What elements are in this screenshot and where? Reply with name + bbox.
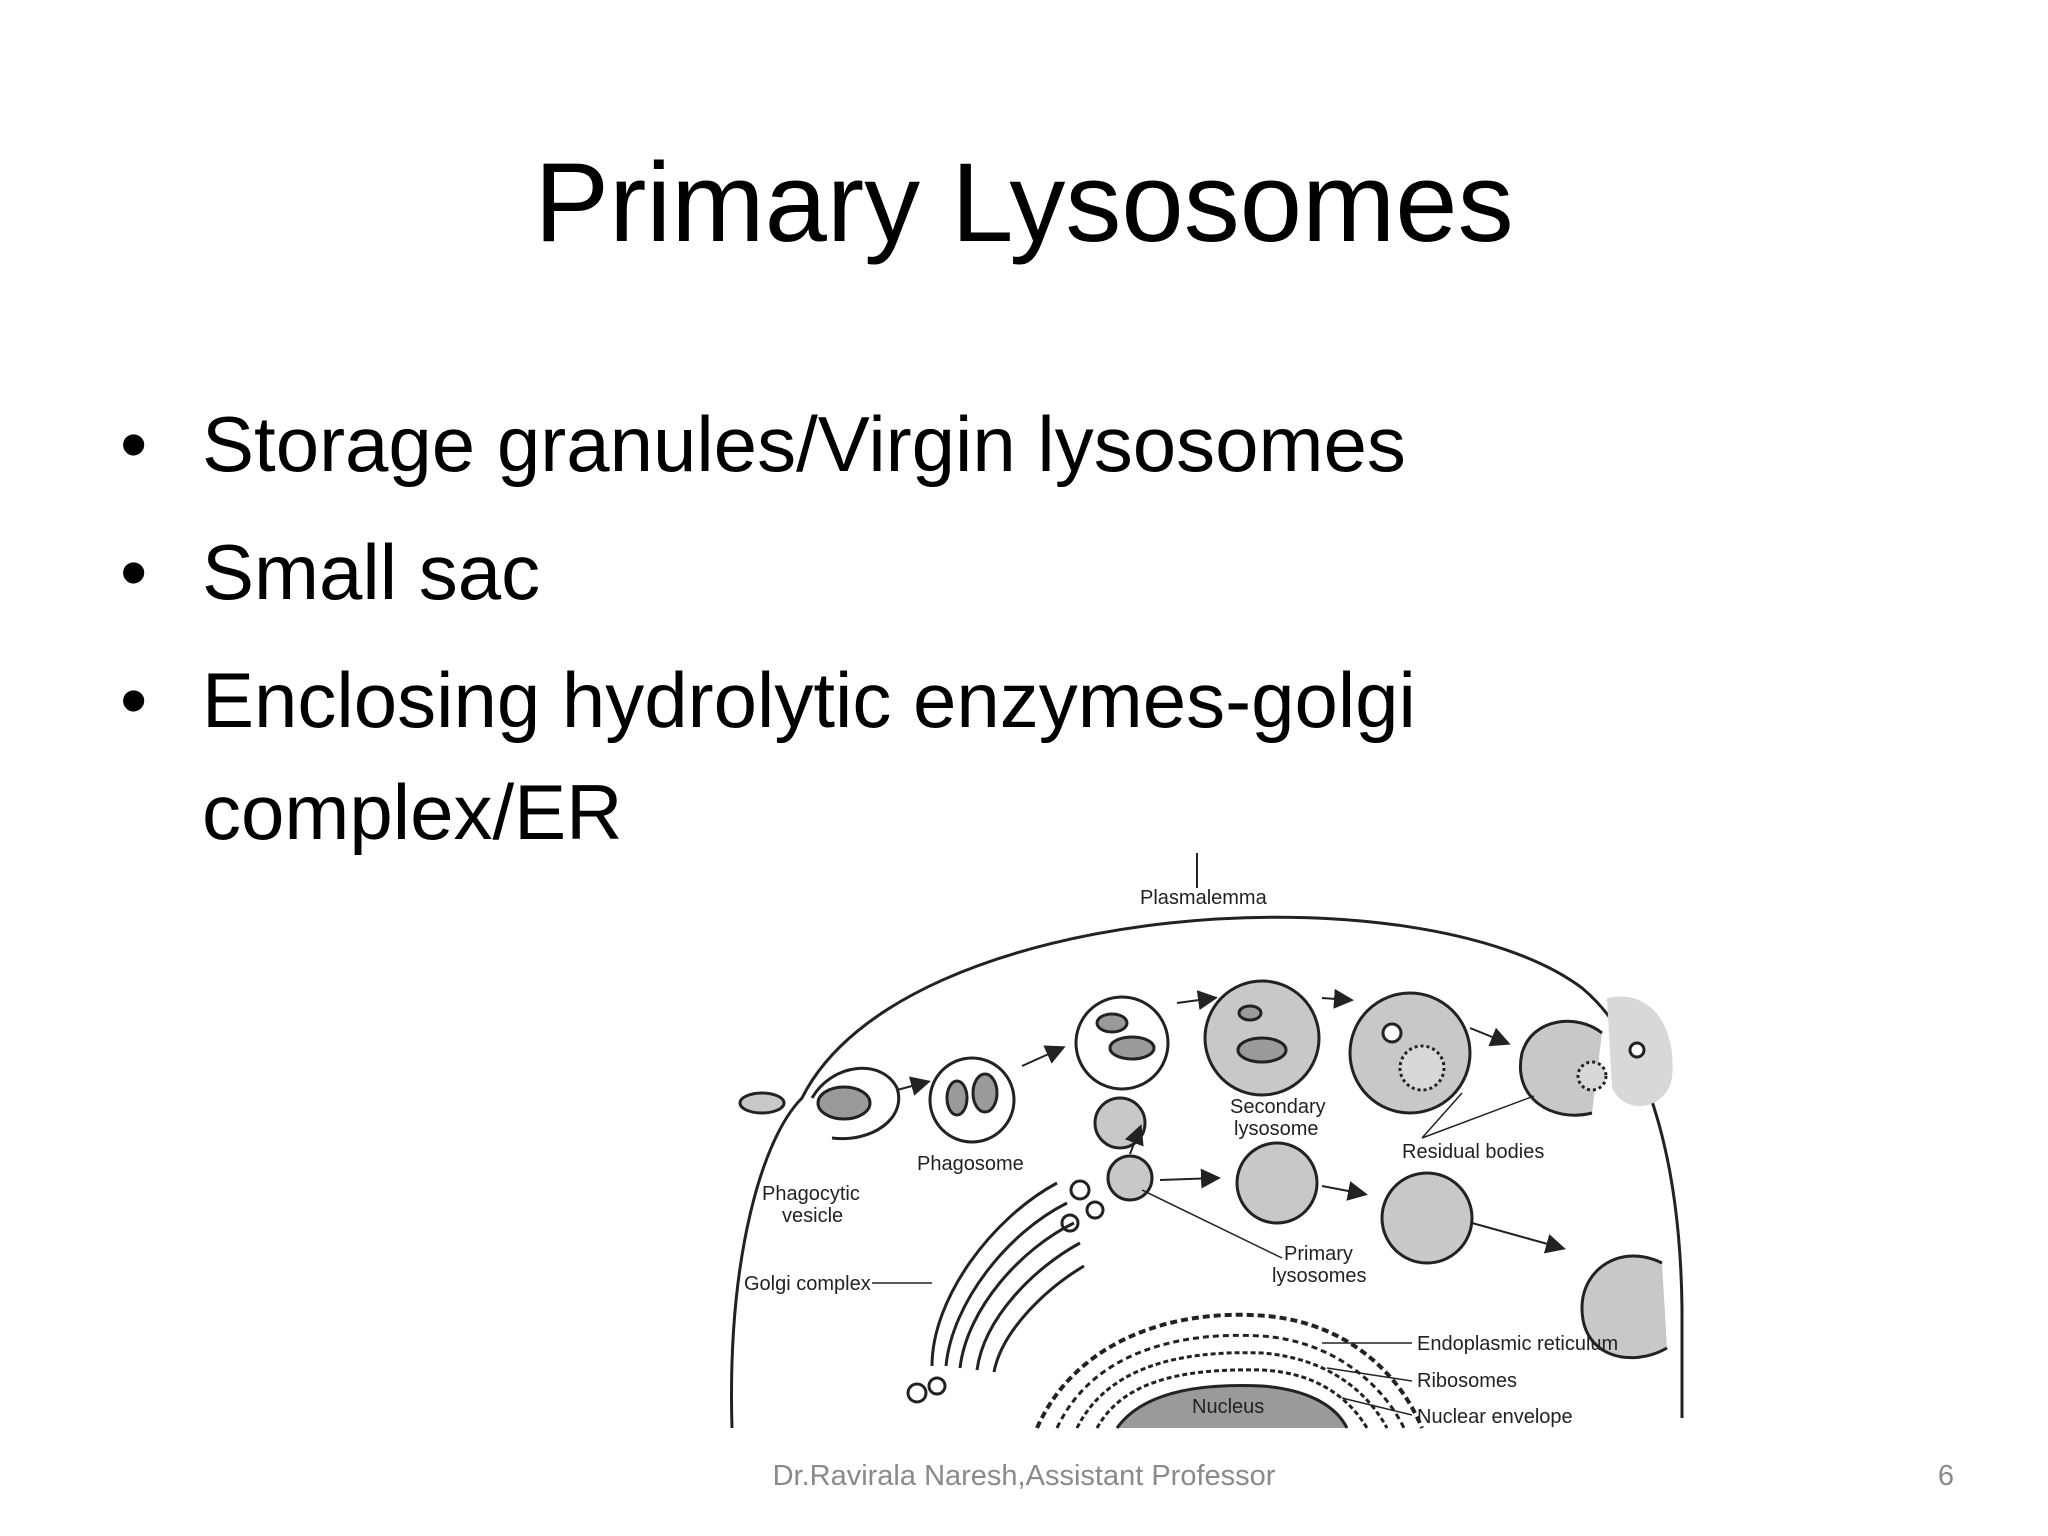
label-nuclear-envelope: Nuclear envelope <box>1417 1406 1573 1428</box>
bullet-marker: • <box>120 400 148 488</box>
endoplasmic-reticulum <box>1035 1312 1424 1429</box>
bullet-text: Small sac <box>202 528 541 616</box>
label-golgi-complex: Golgi complex <box>744 1273 871 1295</box>
bullet-list: • Storage granules/Virgin lysosomes • Sm… <box>120 388 1620 884</box>
label-primary-lysosomes: Primary <box>1284 1243 1353 1265</box>
lysosome <box>1235 1141 1319 1225</box>
slide-title: Primary Lysosomes <box>534 140 1514 265</box>
slide-footer: Dr.Ravirala Naresh,Assistant Professor <box>772 1460 1276 1492</box>
bullet-item: • Small sac <box>120 516 1620 628</box>
bullet-item: • Enclosing hydrolytic enzymes-golgi com… <box>120 644 1602 868</box>
primary-lysosome <box>1106 1154 1154 1202</box>
label-phagosome: Phagosome <box>917 1153 1024 1175</box>
lysosome <box>1380 1171 1474 1265</box>
lysosome-diagram-svg: Plasmalemma Secondary lysosome Phagosome… <box>730 853 1684 1429</box>
bullet-item: • Storage granules/Virgin lysosomes <box>120 388 1620 500</box>
bullet-text: Storage granules/Virgin lysosomes <box>202 400 1406 488</box>
page-number: 6 <box>1937 1460 1954 1492</box>
bullet-marker: • <box>120 528 148 616</box>
golgi-complex <box>930 1181 1085 1373</box>
label-primary-lysosomes: lysosomes <box>1272 1265 1366 1287</box>
particle <box>738 1091 786 1115</box>
label-nucleus: Nucleus <box>1192 1396 1264 1418</box>
label-secondary-lysosome: lysosome <box>1234 1118 1318 1140</box>
bullet-marker: • <box>120 656 148 744</box>
label-ribosomes: Ribosomes <box>1417 1370 1517 1392</box>
label-plasmalemma: Plasmalemma <box>1140 887 1268 909</box>
phagosome <box>928 1056 1016 1144</box>
label-secondary-lysosome: Secondary <box>1230 1096 1326 1118</box>
label-phagocytic-vesicle: vesicle <box>782 1205 843 1227</box>
bullet-text: Enclosing hydrolytic enzymes-golgi compl… <box>202 656 1416 856</box>
label-residual-bodies: Residual bodies <box>1402 1141 1544 1163</box>
label-phagocytic-vesicle: Phagocytic <box>762 1183 860 1205</box>
nucleus <box>1115 1384 1349 1429</box>
lysosome-diagram: Plasmalemma Secondary lysosome Phagosome… <box>722 838 1697 1438</box>
label-endoplasmic-reticulum: Endoplasmic reticulum <box>1417 1333 1618 1355</box>
